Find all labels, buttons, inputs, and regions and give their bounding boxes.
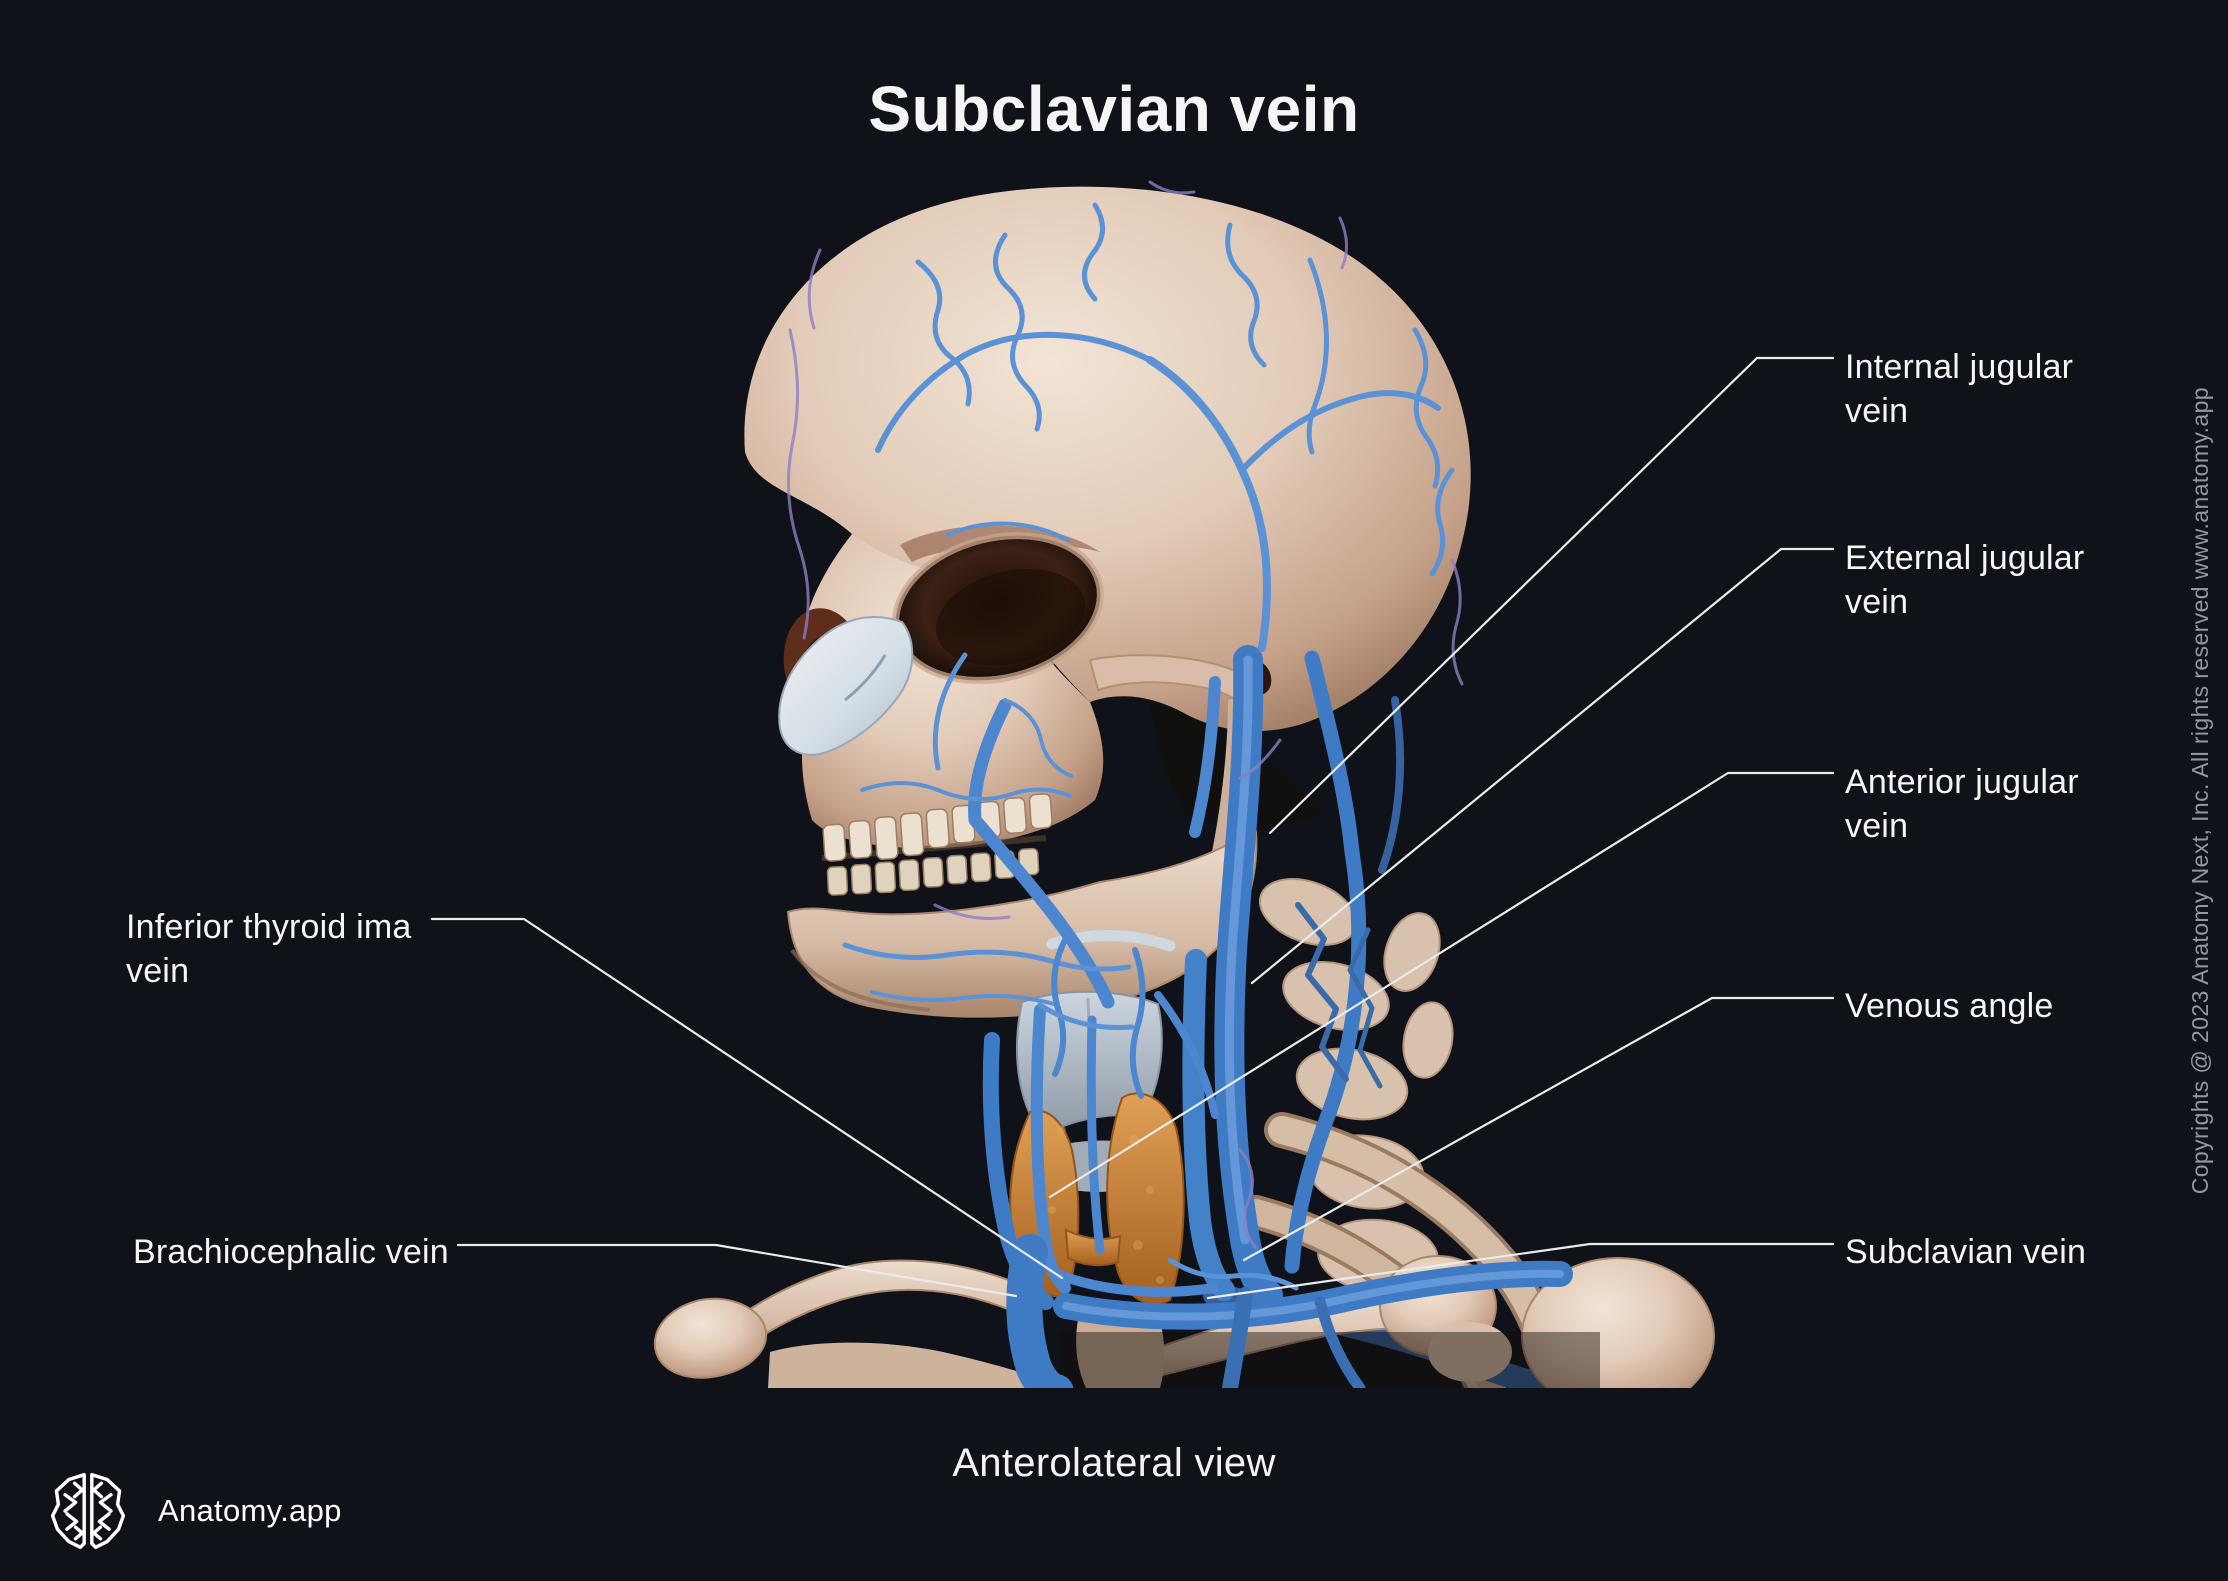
left-scapula-cut — [768, 1342, 1064, 1388]
copyright-notice: Copyrights @ 2023 Anatomy Next, Inc. All… — [2187, 386, 2213, 1195]
nasal-septum-line — [844, 654, 887, 702]
sternum — [1076, 1312, 1165, 1388]
label-brachiocephalic-vein: Brachiocephalic vein — [133, 1233, 449, 1271]
brand-name: Anatomy.app — [158, 1493, 342, 1528]
nasal-cartilage — [778, 616, 914, 756]
face-maxilla — [800, 534, 1104, 849]
pectoral-branch — [1314, 1296, 1366, 1394]
page-title: Subclavian vein — [868, 73, 1360, 145]
label-external-jugular-vein: External jugular vein — [1845, 539, 2085, 621]
anatomy-illustration — [620, 150, 1770, 1400]
jugular-arch — [1047, 1267, 1219, 1297]
label-venous-angle: Venous angle — [1845, 987, 2054, 1025]
left-shoulder — [653, 1297, 768, 1379]
view-caption: Anterolateral view — [952, 1441, 1276, 1485]
label-subclavian-vein: Subclavian vein — [1845, 1233, 2087, 1271]
label-internal-jugular-vein: Internal jugular vein — [1845, 348, 2074, 430]
brand-footer: Anatomy.app — [44, 1468, 342, 1554]
label-anterior-jugular-vein: Anterior jugular vein — [1845, 763, 2079, 845]
coracoid-process — [1428, 1322, 1512, 1382]
label-inferior-thyroid-ima-vein: Inferior thyroid ima vein — [126, 908, 412, 990]
model-base-cut — [620, 1388, 1770, 1400]
brain-logo-icon — [44, 1468, 132, 1554]
copyright-column: Copyrights @ 2023 Anatomy Next, Inc. All… — [2187, 0, 2214, 1581]
teeth-upper — [822, 793, 1053, 862]
brachiocephalic-junction — [1006, 1234, 1074, 1400]
eye-socket-depth — [936, 568, 1086, 666]
teeth-lower — [826, 847, 1040, 896]
internal-thoracic-branch — [1222, 1287, 1253, 1396]
posterior-neck-vein — [1378, 696, 1405, 874]
